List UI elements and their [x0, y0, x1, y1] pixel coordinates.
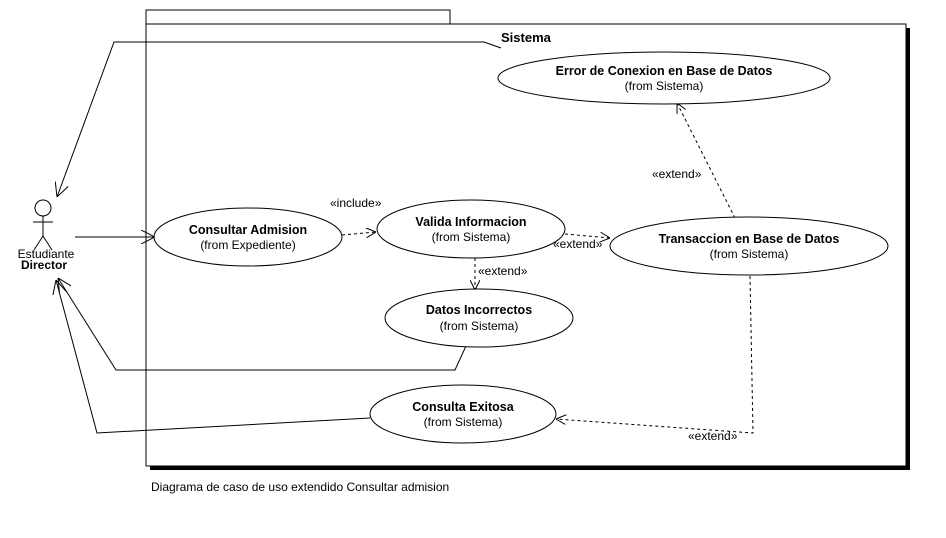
extend-transaccion-arrow [564, 234, 610, 238]
use-case-title: Consultar Admision [189, 223, 307, 237]
use-case-title: Consulta Exitosa [412, 400, 514, 414]
actor-estudiante-director: Estudiante Director [18, 199, 75, 272]
extend-exitosa-label: «extend» [688, 429, 738, 443]
use-case-ellipse [609, 216, 889, 276]
diagram-caption: Diagrama de caso de uso extendido Consul… [151, 480, 449, 494]
use-case-datos-incorrectos[interactable]: Datos Incorrectos (from Sistema) [384, 288, 574, 348]
dependencies: «include» «extend» «extend» «extend» «ex… [330, 103, 754, 443]
use-case-consultar-admision[interactable]: Consultar Admision (from Expediente) [153, 207, 343, 267]
extend-transaccion-label: «extend» [553, 237, 603, 251]
include-label: «include» [330, 196, 382, 210]
extend-datos-label: «extend» [478, 264, 528, 278]
package-tab [145, 9, 451, 25]
actor-label-director: Director [21, 258, 67, 272]
use-case-ellipse [497, 51, 831, 105]
use-case-title: Valida Informacion [415, 215, 526, 229]
use-case-ellipse [384, 288, 574, 348]
use-case-subtitle: (from Sistema) [710, 247, 789, 261]
use-case-title: Error de Conexion en Base de Datos [556, 64, 773, 78]
use-case-valida-informacion[interactable]: Valida Informacion (from Sistema) [376, 199, 566, 259]
extend-error-label: «extend» [652, 167, 702, 181]
use-case-subtitle: (from Sistema) [440, 319, 519, 333]
assoc-datos-actor [58, 278, 467, 371]
extend-exitosa-arrow [556, 275, 754, 434]
actor-label-estudiante: Estudiante [18, 247, 75, 261]
use-case-subtitle: (from Sistema) [424, 415, 503, 429]
use-case-transaccion[interactable]: Transaccion en Base de Datos (from Siste… [609, 216, 889, 276]
use-case-subtitle: (from Sistema) [625, 79, 704, 93]
use-case-title: Datos Incorrectos [426, 303, 532, 317]
use-case-ellipse [153, 207, 343, 267]
use-case-error-conexion[interactable]: Error de Conexion en Base de Datos (from… [497, 51, 831, 105]
system-name: Sistema [501, 30, 552, 45]
use-case-consulta-exitosa[interactable]: Consulta Exitosa (from Sistema) [369, 384, 557, 444]
use-case-ellipse [369, 384, 557, 444]
actor-head [34, 199, 52, 217]
assoc-exitosa-actor [56, 280, 371, 434]
use-case-title: Transaccion en Base de Datos [659, 232, 840, 246]
actor-right-leg [42, 235, 53, 251]
assoc-error-actor [57, 41, 502, 197]
actor-left-leg [33, 235, 44, 251]
use-case-ellipse [376, 199, 566, 259]
associations [56, 41, 502, 434]
use-case-subtitle: (from Expediente) [200, 238, 295, 252]
use-case-subtitle: (from Sistema) [432, 230, 511, 244]
